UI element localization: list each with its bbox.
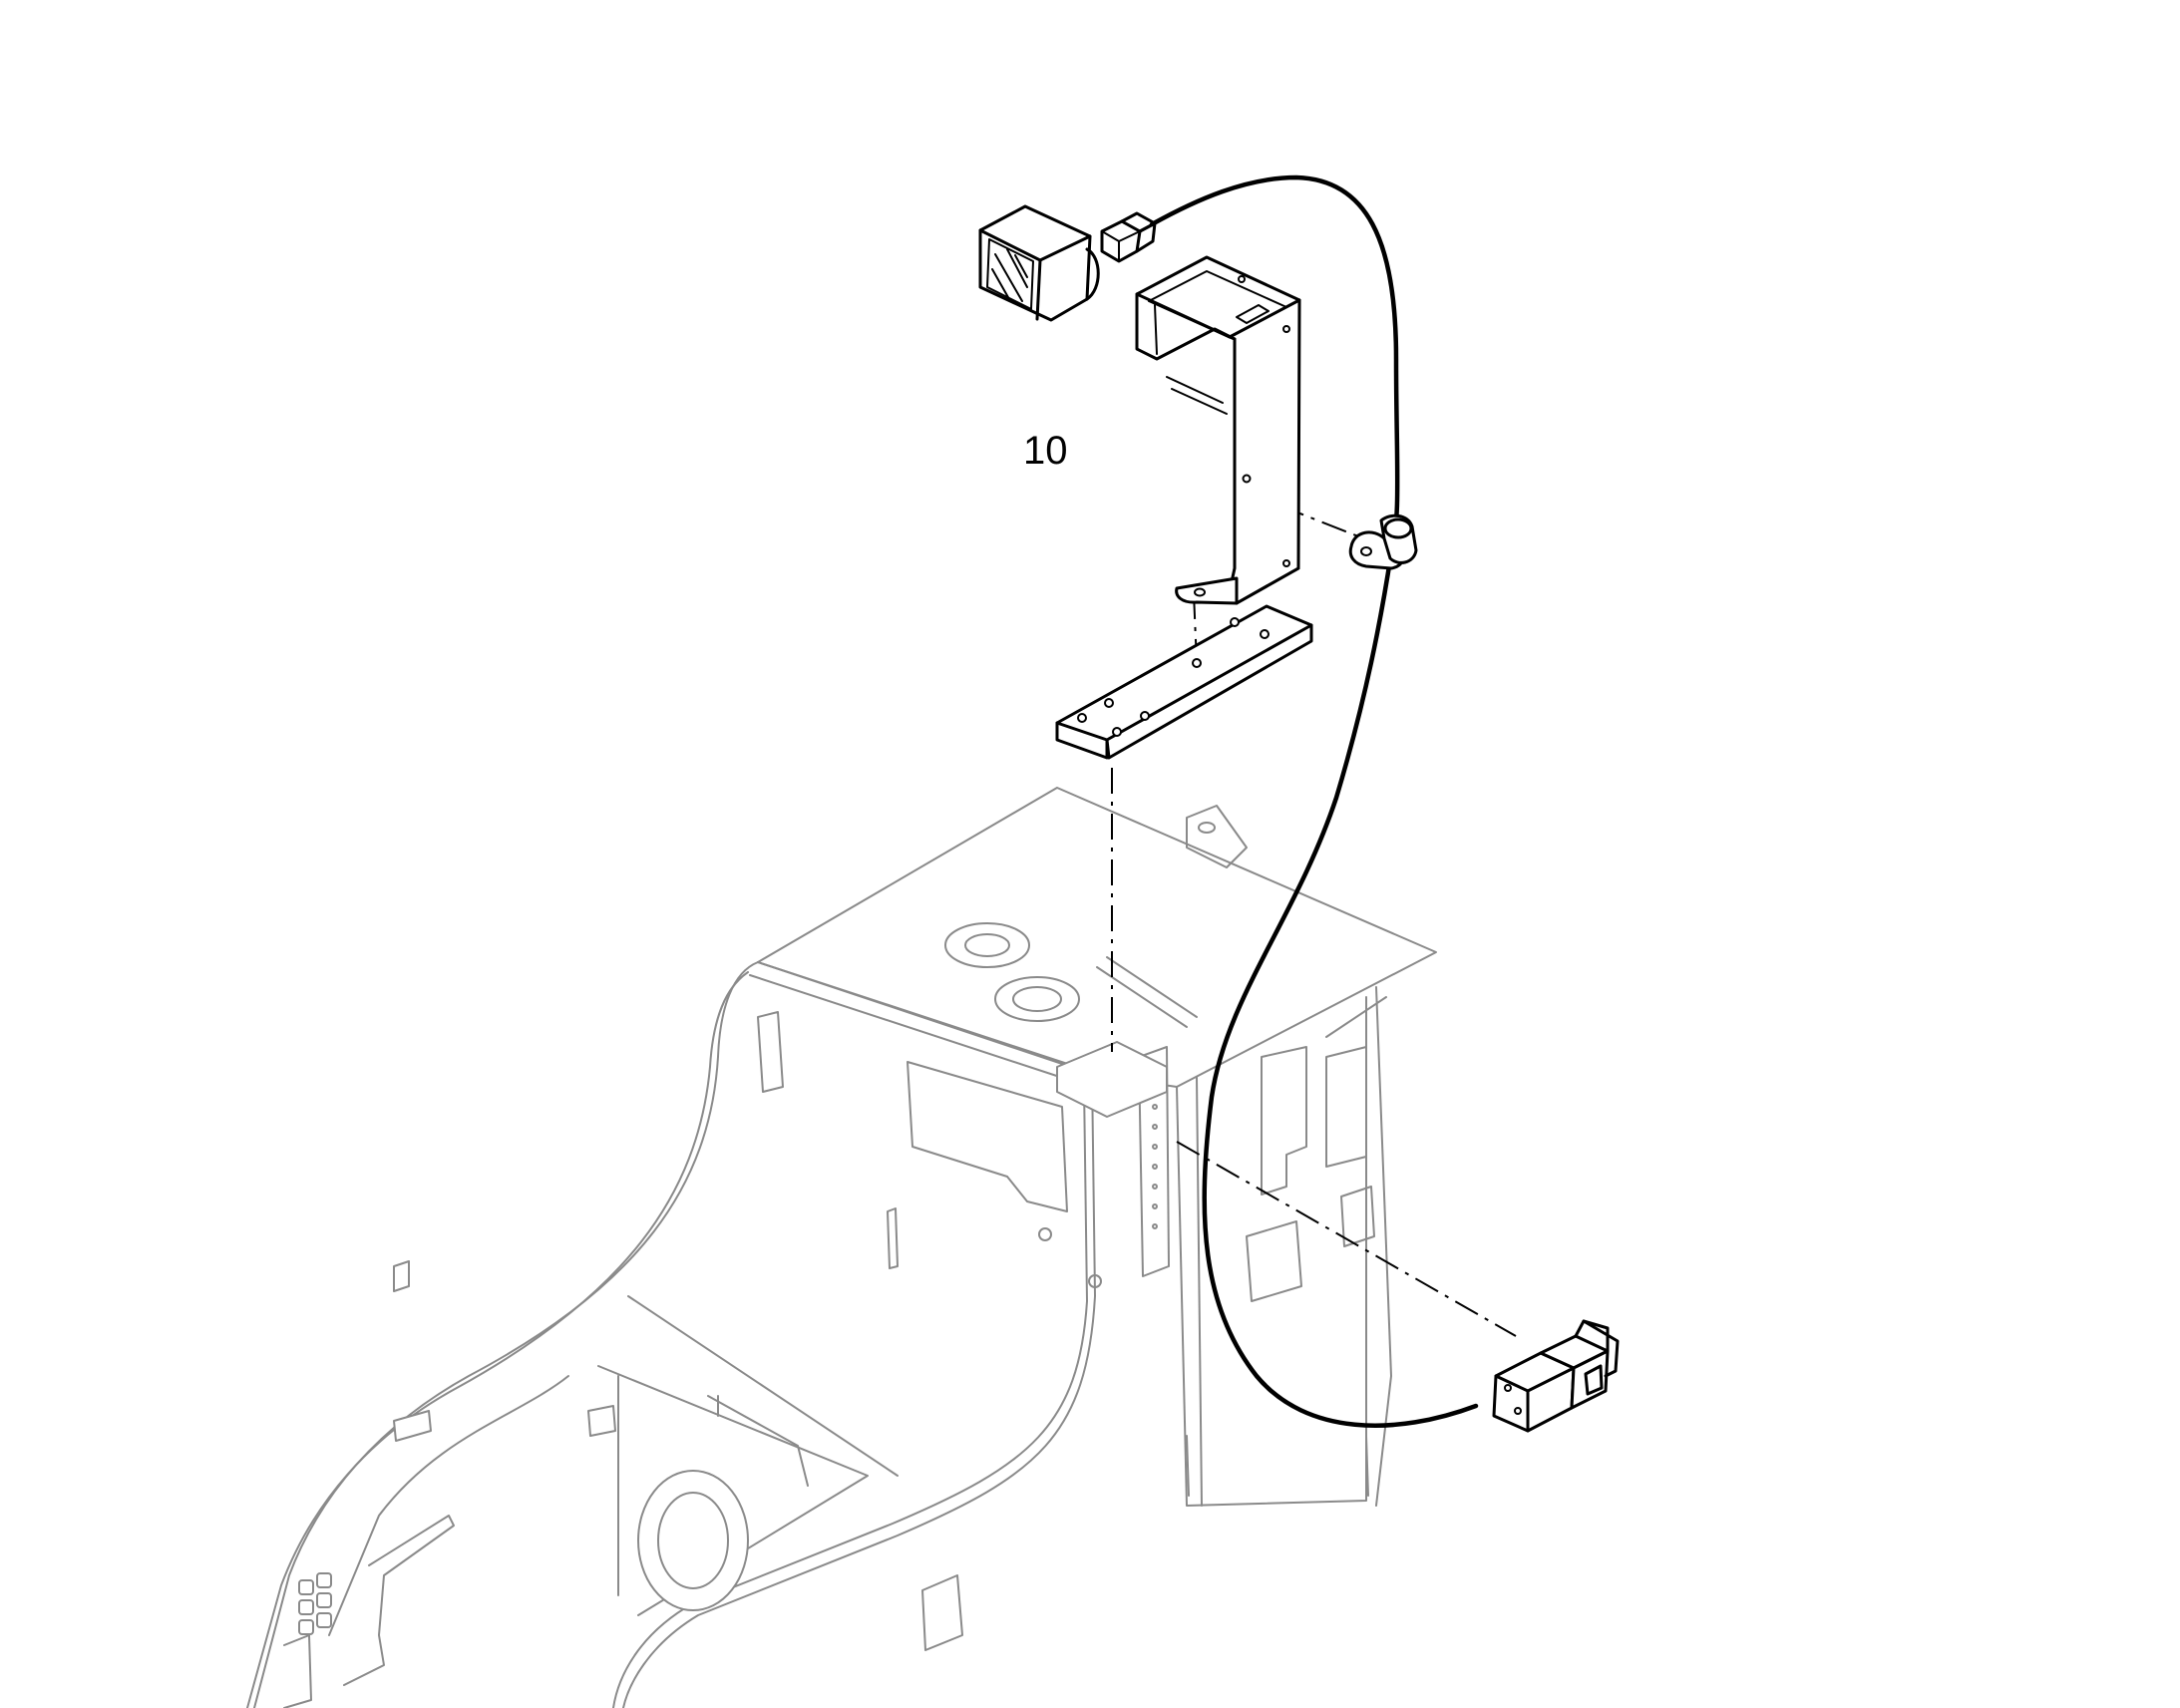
mounting-plate [1055,604,1313,760]
deck-rings [944,922,1080,1022]
machine-frame [246,787,1437,1708]
cable-clamp [1348,513,1418,570]
callout-label-10: 10 [1023,429,1068,473]
lamp-connector-plug [1100,211,1157,263]
lower-hub [637,1470,749,1611]
harness-connector [1492,1319,1620,1433]
left-buttons [298,1572,332,1635]
wiring-harness-cable [1149,174,1479,1428]
lamp-bracket [1135,255,1301,605]
work-lamp [978,204,1100,322]
center-lines [1111,488,1517,1337]
